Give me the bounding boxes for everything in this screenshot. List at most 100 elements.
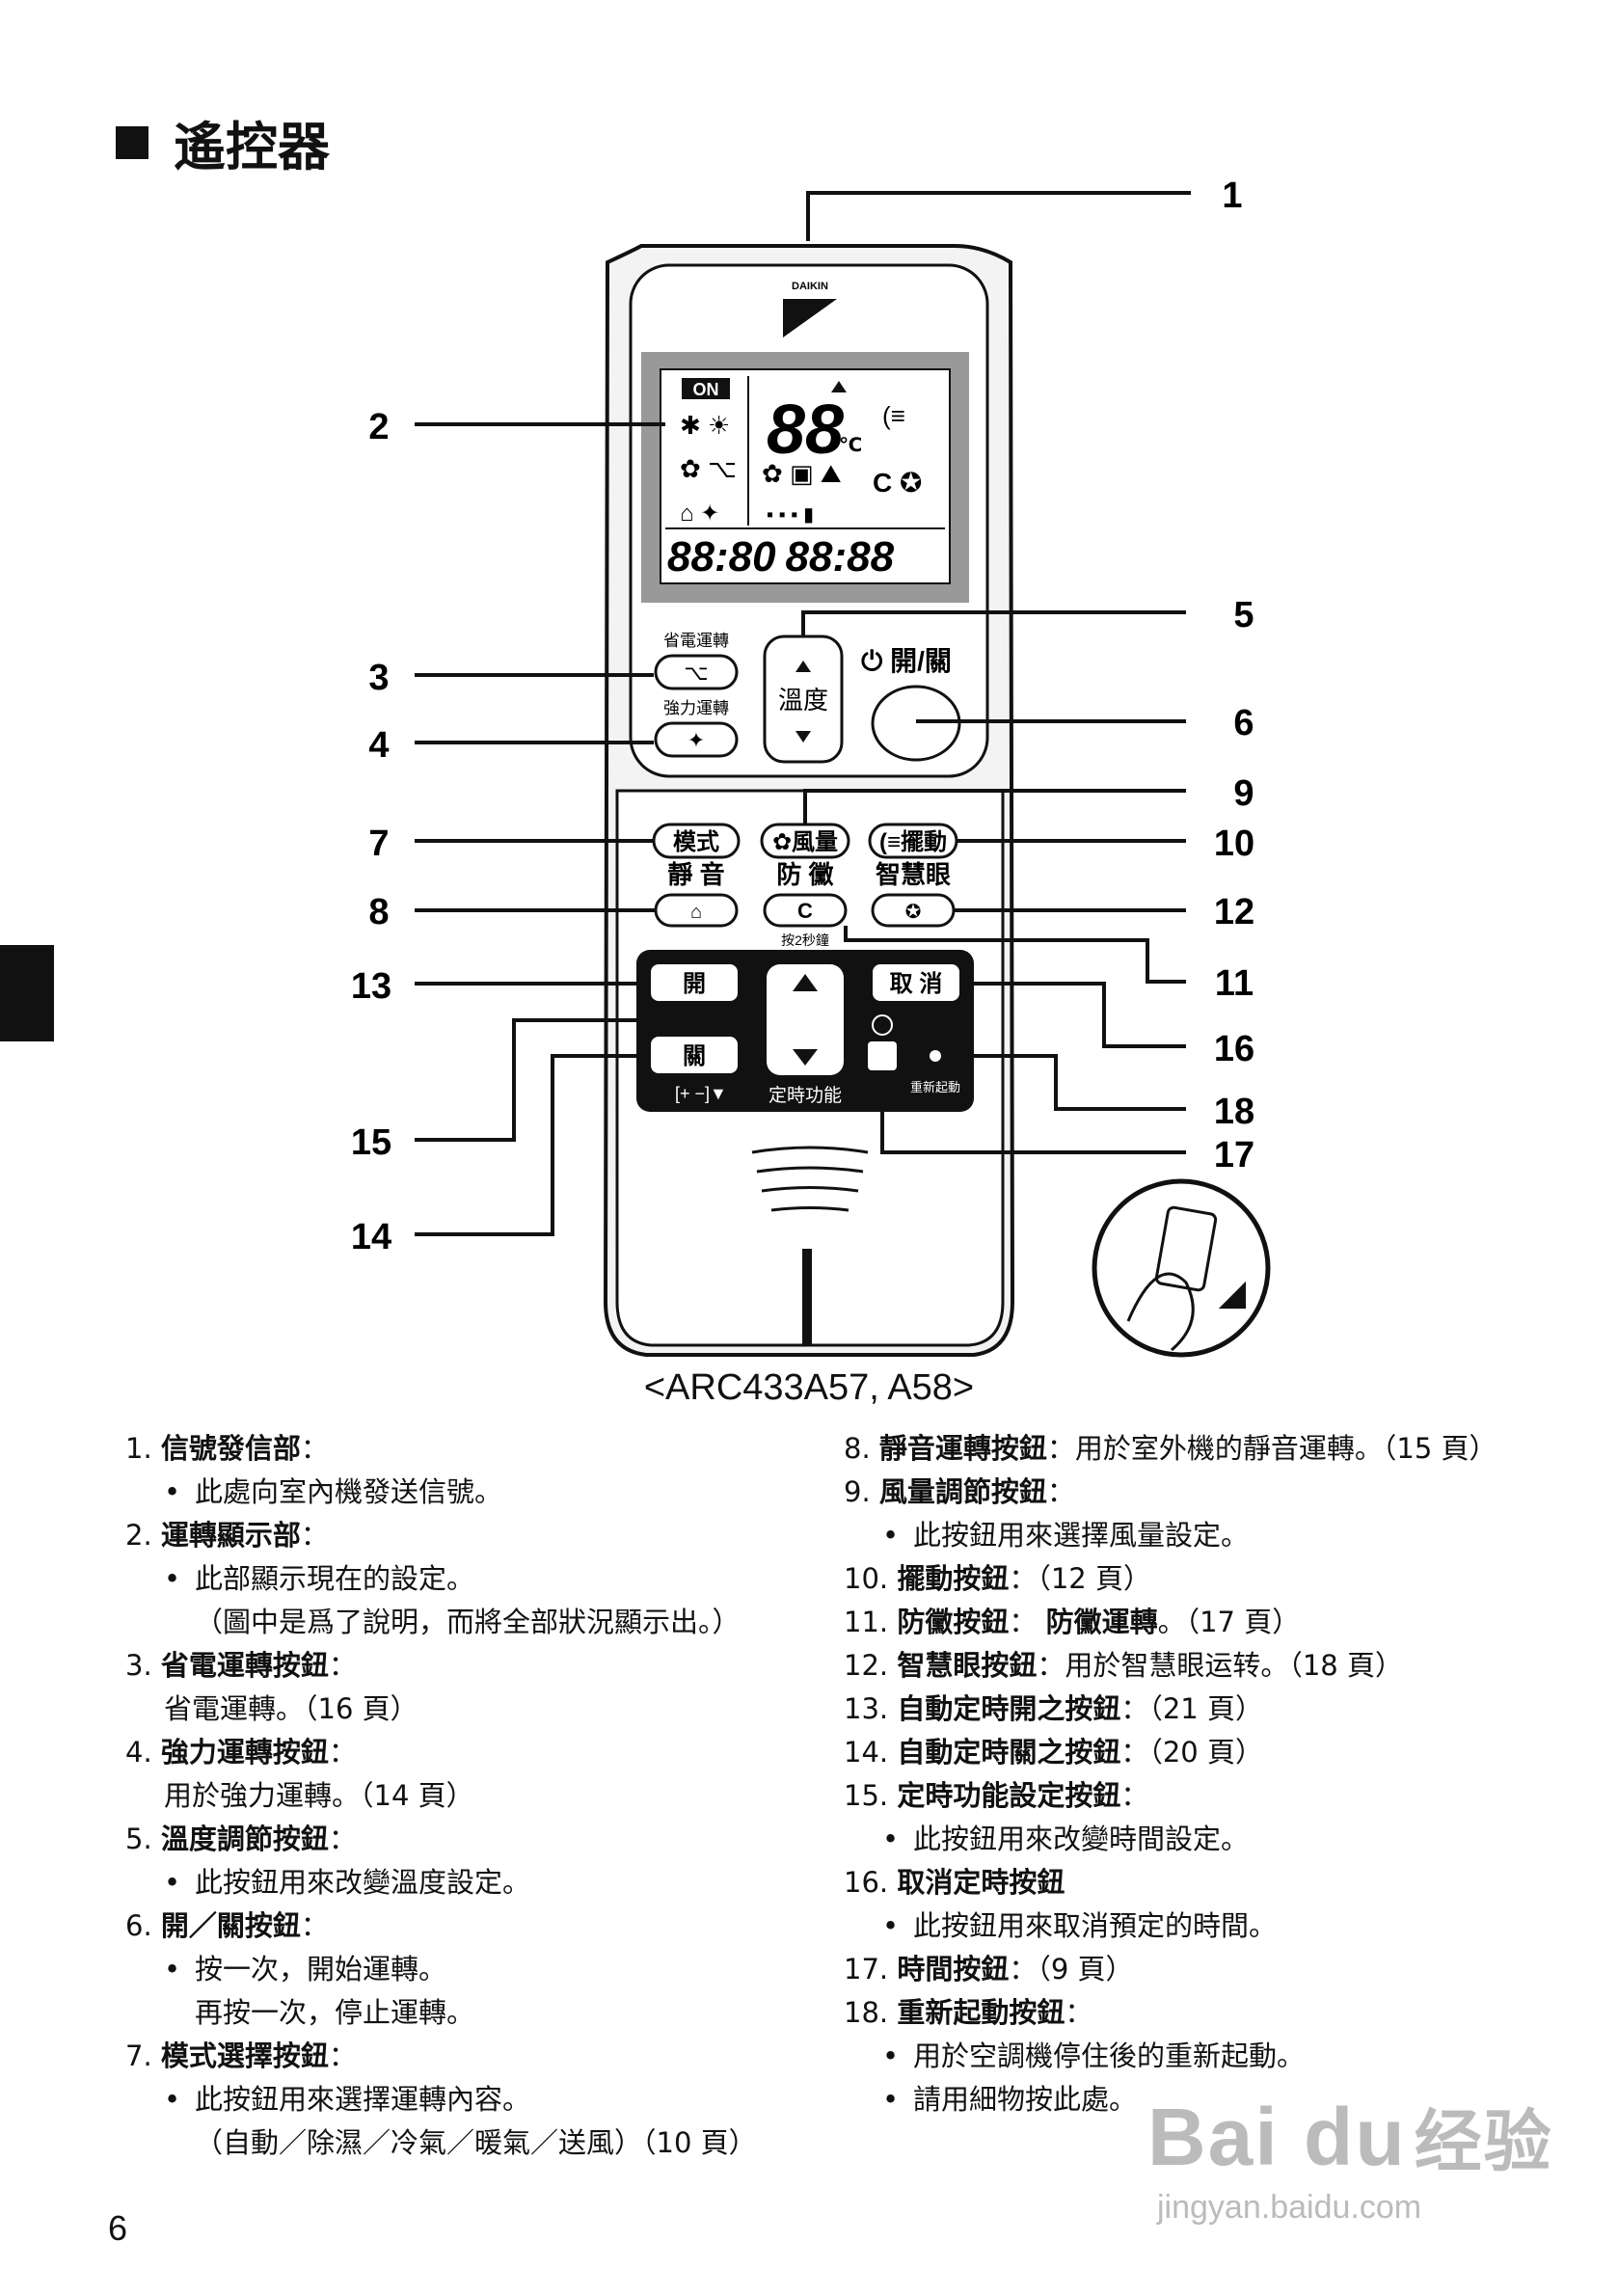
callout-5: 5 — [1233, 595, 1254, 635]
list-item: 6. 開／關按鈕： — [125, 1904, 757, 1948]
model-caption: <ARC433A57, A58> — [643, 1367, 975, 1408]
mode-icons: ✱ ☀ — [680, 411, 730, 440]
list-item: 10. 擺動按鈕：（12 頁） — [844, 1557, 1497, 1601]
item-title: 自動定時關之按鈕 — [897, 1736, 1121, 1769]
list-subitem: • 按一次，開始運轉。 — [125, 1948, 757, 1991]
subitem-text: 此按鈕用來改變溫度設定。 — [195, 1866, 531, 1899]
svg-text:(≡擺動: (≡擺動 — [879, 829, 947, 855]
list-item: 1. 信號發信部： — [125, 1427, 757, 1471]
svg-text:防 黴: 防 黴 — [776, 860, 833, 889]
subitem-text: 此按鈕用來取消預定的時間。 — [913, 1909, 1278, 1942]
item-title: 取消定時按鈕 — [897, 1866, 1065, 1899]
svg-text:✪: ✪ — [905, 902, 922, 923]
subitem-text: 用於強力運轉。（14 頁） — [164, 1779, 474, 1812]
brand-text: DAIKIN — [792, 281, 828, 292]
subitem-text: 此按鈕用來選擇風量設定。 — [913, 1519, 1250, 1552]
item-number: 13. — [844, 1692, 889, 1725]
item-number: 14. — [844, 1736, 889, 1769]
item-detail: ：（21 頁） — [1120, 1692, 1263, 1725]
battery-icon: [+ −]▼ — [675, 1084, 727, 1103]
item-detail: ：用於智慧眼运转。（18 頁） — [1037, 1649, 1403, 1682]
svg-text:⌥: ⌥ — [684, 661, 708, 685]
item-detail: ： — [1120, 1779, 1149, 1812]
item-detail: ： — [328, 1649, 357, 1682]
list-item: 2. 運轉顯示部： — [125, 1514, 757, 1557]
list-item: 12. 智慧眼按鈕：用於智慧眼运转。（18 頁） — [844, 1644, 1497, 1688]
item-number: 15. — [844, 1779, 889, 1812]
subitem-text: 按一次，開始運轉。 — [195, 1953, 447, 1985]
item-number: 17. — [844, 1953, 889, 1985]
list-subitem: 省電運轉。（16 頁） — [125, 1688, 757, 1731]
callout-1: 1 — [1222, 176, 1242, 216]
callout-11: 11 — [1215, 963, 1254, 1004]
list-item: 9. 風量調節按鈕： — [844, 1471, 1497, 1514]
item-detail: ： — [328, 1736, 357, 1769]
item-number: 1. — [125, 1432, 152, 1465]
item-detail: ：（12 頁） — [1009, 1562, 1151, 1595]
list-item: 11. 防黴按鈕： 防黴運轉。（17 頁） — [844, 1601, 1497, 1644]
bullet: • — [164, 1953, 181, 1985]
subitem-text: 用於空調機停住後的重新起動。 — [913, 2039, 1306, 2072]
bullet: • — [882, 1909, 900, 1942]
list-subitem: •此按鈕用來選擇風量設定。 — [844, 1514, 1497, 1557]
item-title: 溫度調節按鈕 — [160, 1823, 329, 1855]
list-subitem: • 此按鈕用來取消預定的時間。 — [844, 1904, 1497, 1948]
item-number: 7. — [125, 2039, 152, 2072]
cancel-button — [873, 964, 959, 1001]
item-title: 防黴按鈕 — [897, 1606, 1010, 1638]
svg-text:溫度: 溫度 — [778, 686, 828, 715]
subitem-text: （自動／除濕／冷氣／暖氣／送風）（10 頁） — [195, 2126, 757, 2159]
list-item: 4. 強力運轉按鈕： — [125, 1731, 757, 1774]
subitem-text: （圖中是爲了說明，而將全部狀況顯示出。） — [195, 1606, 741, 1638]
item-detail: ：（20 頁） — [1120, 1736, 1263, 1769]
svg-text:▪ ▪ ▪ ▮: ▪ ▪ ▪ ▮ — [767, 504, 814, 526]
item-title: 定時功能設定按鈕 — [897, 1779, 1121, 1812]
item-title: 擺動按鈕 — [897, 1562, 1010, 1595]
list-subitem: •此按鈕用來改變溫度設定。 — [125, 1861, 757, 1904]
list-item: 18. 重新起動按鈕： — [844, 1991, 1497, 2035]
section-tab — [0, 945, 54, 1041]
list-item: 3. 省電運轉按鈕： — [125, 1644, 757, 1688]
watermark-url: jingyan.baidu.com — [1157, 2189, 1422, 2226]
svg-text:✦: ✦ — [688, 728, 705, 752]
list-subitem: 再按一次，停止運轉。 — [125, 1991, 757, 2035]
svg-text:關: 關 — [683, 1043, 706, 1069]
item-number: 18. — [844, 1996, 889, 2029]
list-item: 7. 模式選擇按鈕： — [125, 2035, 757, 2078]
subitem-text: 請用細物按此處。 — [913, 2083, 1138, 2116]
callout-4: 4 — [368, 725, 389, 766]
item-detail: ：用於室外機的靜音運轉。（15 頁） — [1046, 1432, 1497, 1465]
list-subitem: •用於空調機停住後的重新起動。 — [844, 2035, 1497, 2078]
svg-text:⌂: ⌂ — [690, 902, 702, 923]
item-detail: ： — [300, 1909, 329, 1942]
item-detail: ： — [1046, 1475, 1075, 1508]
item-detail: ： — [300, 1432, 329, 1465]
onoff-label: ⏻ 開/關 — [861, 646, 952, 676]
item-number: 10. — [844, 1562, 889, 1595]
svg-text:靜 音: 靜 音 — [667, 860, 724, 889]
lcd-screen — [660, 368, 951, 584]
powerful-button — [654, 721, 739, 758]
svg-text:定時功能: 定時功能 — [769, 1085, 842, 1106]
item-detail: ： — [1065, 1996, 1093, 2029]
callout-18: 18 — [1214, 1092, 1254, 1132]
callout-10: 10 — [1214, 824, 1254, 864]
subitem-text: 此部顯示現在的設定。 — [195, 1562, 475, 1595]
lcd-on-indicator — [682, 378, 730, 399]
item-title: 時間按鈕 — [897, 1953, 1010, 1985]
item-number: 5. — [125, 1823, 152, 1855]
on-timer-button — [651, 964, 738, 1001]
svg-text:按2秒鐘: 按2秒鐘 — [781, 932, 829, 948]
svg-text:C: C — [797, 899, 813, 923]
subitem-text: 此按鈕用來選擇運轉內容。 — [195, 2083, 531, 2116]
callout-12: 12 — [1214, 892, 1254, 932]
list-subitem: •請用細物按此處。 — [844, 2078, 1497, 2121]
item-detail: ： — [300, 1519, 329, 1552]
callout-13: 13 — [351, 966, 391, 1007]
lcd-unit: ℃ — [839, 435, 862, 456]
right-description-list: 8. 靜音運轉按鈕：用於室外機的靜音運轉。（15 頁）9. 風量調節按鈕：•此按… — [844, 1427, 1497, 2121]
item-title: 智慧眼按鈕 — [897, 1649, 1038, 1682]
item-number: 8. — [844, 1432, 871, 1465]
